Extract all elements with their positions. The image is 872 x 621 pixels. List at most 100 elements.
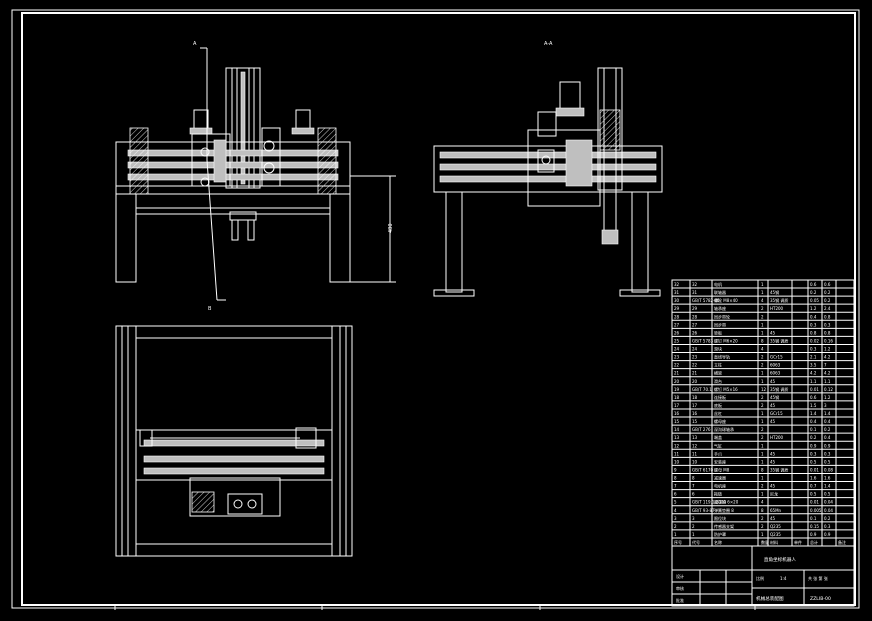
bom-cell-name: 深沟球轴承 <box>714 426 734 432</box>
bom-cell-material: 45 <box>770 451 776 456</box>
bom-cell-unit-weight: 0.01 <box>810 467 819 472</box>
bom-cell-material: HT200 <box>770 306 784 311</box>
bom-cell-material: Q235 <box>770 524 781 529</box>
bom-cell-name: 安装座 <box>714 458 726 464</box>
bom-cell-name: 底板 <box>714 402 722 408</box>
bom-header-cell: 代号 <box>692 539 700 545</box>
bom-cell-name: 垫板 <box>714 329 722 335</box>
bom-cell-material: 65Mn <box>770 508 782 513</box>
bom-cell-index: 22 <box>674 363 680 368</box>
bom-cell-code: GB/T 119.1-2000 <box>692 500 726 505</box>
bom-cell-code: 32 <box>692 282 698 287</box>
bom-header-cell: 序号 <box>674 539 682 545</box>
bom-cell-qty: 1 <box>761 371 764 376</box>
section-label-a: A <box>193 41 197 47</box>
bom-cell-material: 35钢 调质 <box>770 337 788 343</box>
bom-cell-code: 21 <box>692 371 698 376</box>
bom-cell-index: 18 <box>674 395 680 400</box>
bom-cell-index: 23 <box>674 355 680 360</box>
bom-cell-name: 圆柱销 6×20 <box>714 499 739 505</box>
bom-cell-name: 螺母 M8 <box>714 466 730 472</box>
bom-cell-total-weight: 1.4 <box>824 484 831 489</box>
bom-cell-code: GB/T 6170 <box>692 467 714 472</box>
bom-cell-qty: 2 <box>761 516 764 521</box>
title-block: 设计 审核 批准 直角坐标机器人 比例 1:4 机械总装配图 共 张 第 张 Z… <box>671 545 855 607</box>
bom-cell-name: 拖链 <box>714 491 722 497</box>
bom-cell-name: 直线导轨 <box>714 354 730 360</box>
bom-cell-index: 12 <box>674 443 680 448</box>
bom-cell-index: 21 <box>674 371 680 376</box>
bom-cell-qty: 1 <box>761 322 764 327</box>
bom-cell-code: 27 <box>692 322 698 327</box>
bom-cell-qty: 8 <box>761 338 764 343</box>
bom-cell-total-weight: 0.3 <box>824 322 831 327</box>
bom-cell-code: 29 <box>692 306 698 311</box>
bom-cell-qty: 1 <box>761 476 764 481</box>
bom-cell-name: 螺钉 M5×16 <box>714 386 738 392</box>
bom-cell-index: 25 <box>674 338 680 343</box>
bom-cell-name: 螺钉 M6×20 <box>714 337 738 343</box>
label-designed: 设计 <box>676 573 684 579</box>
bom-header-cell: 数量 <box>761 539 769 545</box>
bom-cell-unit-weight: 0.9 <box>810 443 817 448</box>
bom-cell-total-weight: 0.3 <box>824 524 831 529</box>
bom-cell-index: 16 <box>674 411 680 416</box>
bom-cell-qty: 8 <box>761 467 764 472</box>
bom-cell-code: GB/T 5782-86 <box>692 298 720 303</box>
bom-cell-material: GCr15 <box>770 411 783 416</box>
bom-cell-total-weight: 0.16 <box>824 338 833 343</box>
bom-cell-material: 6063 <box>770 371 781 376</box>
bom-cell-unit-weight: 3.5 <box>810 363 817 368</box>
bom-cell-name: 螺母座 <box>714 418 726 424</box>
bom-cell-code: 12 <box>692 443 698 448</box>
bom-header-cell: 名称 <box>714 539 722 545</box>
bom-cell-code: GB/T 276 <box>692 427 711 432</box>
bom-cell-index: 30 <box>674 298 680 303</box>
bom-cell-total-weight: 7 <box>824 363 827 368</box>
bom-cell-name: 横梁 <box>714 370 722 376</box>
bom-cell-total-weight: 0.5 <box>824 492 831 497</box>
section-label-b: B <box>208 306 212 312</box>
bom-cell-material: 35钢 调质 <box>770 297 788 303</box>
bom-header-cell: 总计 <box>810 539 818 545</box>
bom-cell-material: 45 <box>770 419 776 424</box>
bom-cell-unit-weight: 1.4 <box>810 411 817 416</box>
bom-cell-qty: 1 <box>761 330 764 335</box>
bom-cell-code: 31 <box>692 290 698 295</box>
bom-cell-total-weight: 0.9 <box>824 443 831 448</box>
side-view: A-A <box>433 41 663 297</box>
bom-cell-qty: 1 <box>761 459 764 464</box>
bom-cell-name: 限位块 <box>714 515 726 521</box>
bom-cell-unit-weight: 0.6 <box>810 395 817 400</box>
bom-cell-unit-weight: 0.6 <box>810 282 817 287</box>
bom-cell-total-weight: 0.9 <box>824 532 831 537</box>
bom-cell-total-weight: 0.12 <box>824 387 833 392</box>
bom-cell-index: 26 <box>674 330 680 335</box>
bom-cell-code: 28 <box>692 314 698 319</box>
bom-cell-total-weight: 0.2 <box>824 427 831 432</box>
project-name: 直角坐标机器人 <box>764 556 797 563</box>
bom-cell-code: 23 <box>692 355 698 360</box>
bom-cell-qty: 1 <box>761 379 764 384</box>
bom-cell-total-weight: 4.2 <box>824 371 831 376</box>
bom-cell-index: 24 <box>674 347 680 352</box>
bom-cell-unit-weight: 0.05 <box>810 298 819 303</box>
bom-cell-qty: 1 <box>761 532 764 537</box>
bom-cell-code: 16 <box>692 411 698 416</box>
bom-cell-code: 3 <box>692 516 695 521</box>
bom-cell-qty: 1 <box>761 443 764 448</box>
bom-cell-unit-weight: 0.01 <box>810 500 819 505</box>
bom-cell-material: 35钢 调质 <box>770 386 788 392</box>
bom-cell-unit-weight: 0.3 <box>810 451 817 456</box>
bom-cell-qty: 2 <box>761 427 764 432</box>
bom-cell-code: 22 <box>692 363 698 368</box>
bom-cell-material: 45钢 <box>770 394 779 400</box>
bom-cell-code: GB/T 5783 <box>692 338 714 343</box>
drawing-title: 机械总装配图 <box>756 595 784 602</box>
bom-cell-code: 24 <box>692 347 698 352</box>
bom-cell-total-weight: 2.4 <box>824 306 831 311</box>
bom-cell-material: 45 <box>770 459 776 464</box>
bom-cell-qty: 4 <box>761 298 764 303</box>
